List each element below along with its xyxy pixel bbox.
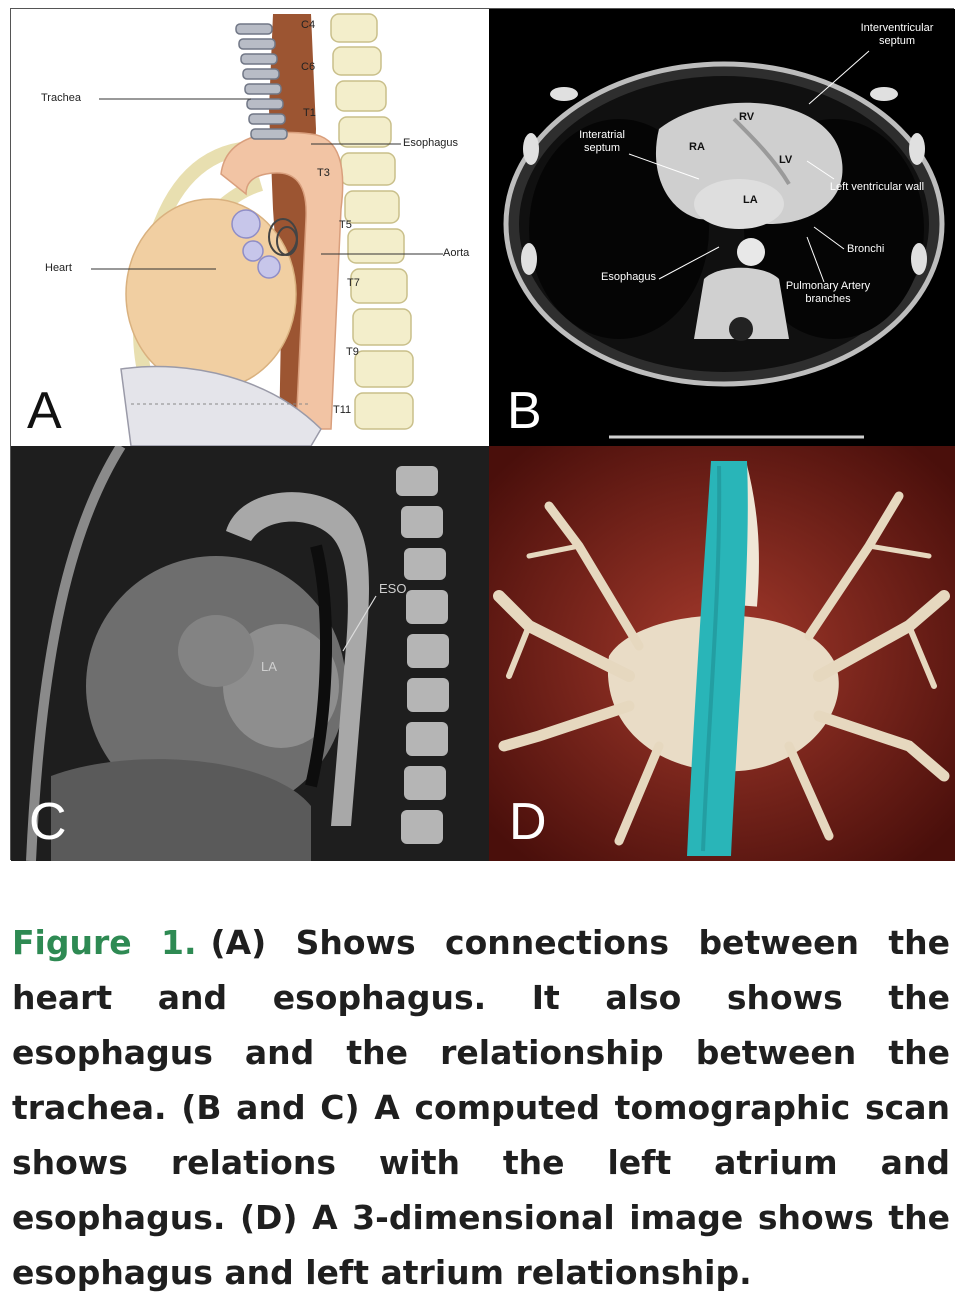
label-ra: RA: [689, 141, 705, 153]
panel-letter-a: A: [27, 382, 62, 440]
label-la: LA: [743, 194, 758, 206]
label-esophagus-ct: Esophagus: [601, 271, 657, 283]
label-aorta: Aorta: [443, 247, 470, 259]
figure-caption: Figure 1.(A) Shows connections between t…: [12, 915, 950, 1300]
label-esophagus: Esophagus: [403, 137, 459, 149]
sagittal-ct-image: [11, 446, 489, 861]
label-heart: Heart: [45, 262, 72, 274]
label-la-sagittal: LA: [261, 659, 277, 674]
label-t3: T3: [317, 167, 330, 179]
axial-ct-image: [489, 9, 955, 446]
figure-1: Trachea Heart Esophagus Aorta C4 C6 T1 T…: [10, 8, 955, 861]
panel-letter-d: D: [509, 793, 547, 851]
panel-d-3d-reconstruction: D: [489, 446, 955, 861]
label-c4: C4: [301, 19, 316, 31]
label-interventricular-septum: Interventricular septum: [860, 22, 934, 47]
3d-reconstruction-image: [489, 446, 955, 861]
label-rv: RV: [739, 111, 755, 123]
anatomy-illustration: [91, 13, 443, 446]
label-left-ventricular-wall: Left ventricular wall: [829, 181, 925, 193]
panel-c-sagittal-ct: ESO LA C: [11, 446, 489, 861]
label-eso: ESO: [379, 581, 407, 596]
label-t11: T11: [333, 404, 352, 416]
panel-letter-b: B: [507, 382, 542, 440]
label-pulmonary-artery-branches: Pulmonary Artery branches: [785, 280, 871, 305]
label-t1: T1: [303, 107, 316, 119]
panel-b-axial-ct: Interventricular septum RV Interatrial s…: [489, 9, 955, 446]
label-interatrial-septum: Interatrial septum: [579, 129, 625, 154]
panel-a-anatomy-illustration: Trachea Heart Esophagus Aorta C4 C6 T1 T…: [11, 9, 489, 446]
figure-caption-label: Figure 1.: [12, 923, 197, 962]
label-bronchi: Bronchi: [847, 243, 885, 255]
panel-letter-c: C: [29, 793, 67, 851]
label-lv: LV: [779, 154, 793, 166]
label-t5: T5: [339, 219, 352, 231]
label-t7: T7: [347, 277, 360, 289]
label-t9: T9: [346, 346, 359, 358]
figure-caption-text: (A) Shows connections between the heart …: [12, 923, 950, 1292]
label-c6: C6: [301, 61, 316, 73]
label-trachea: Trachea: [41, 92, 81, 104]
